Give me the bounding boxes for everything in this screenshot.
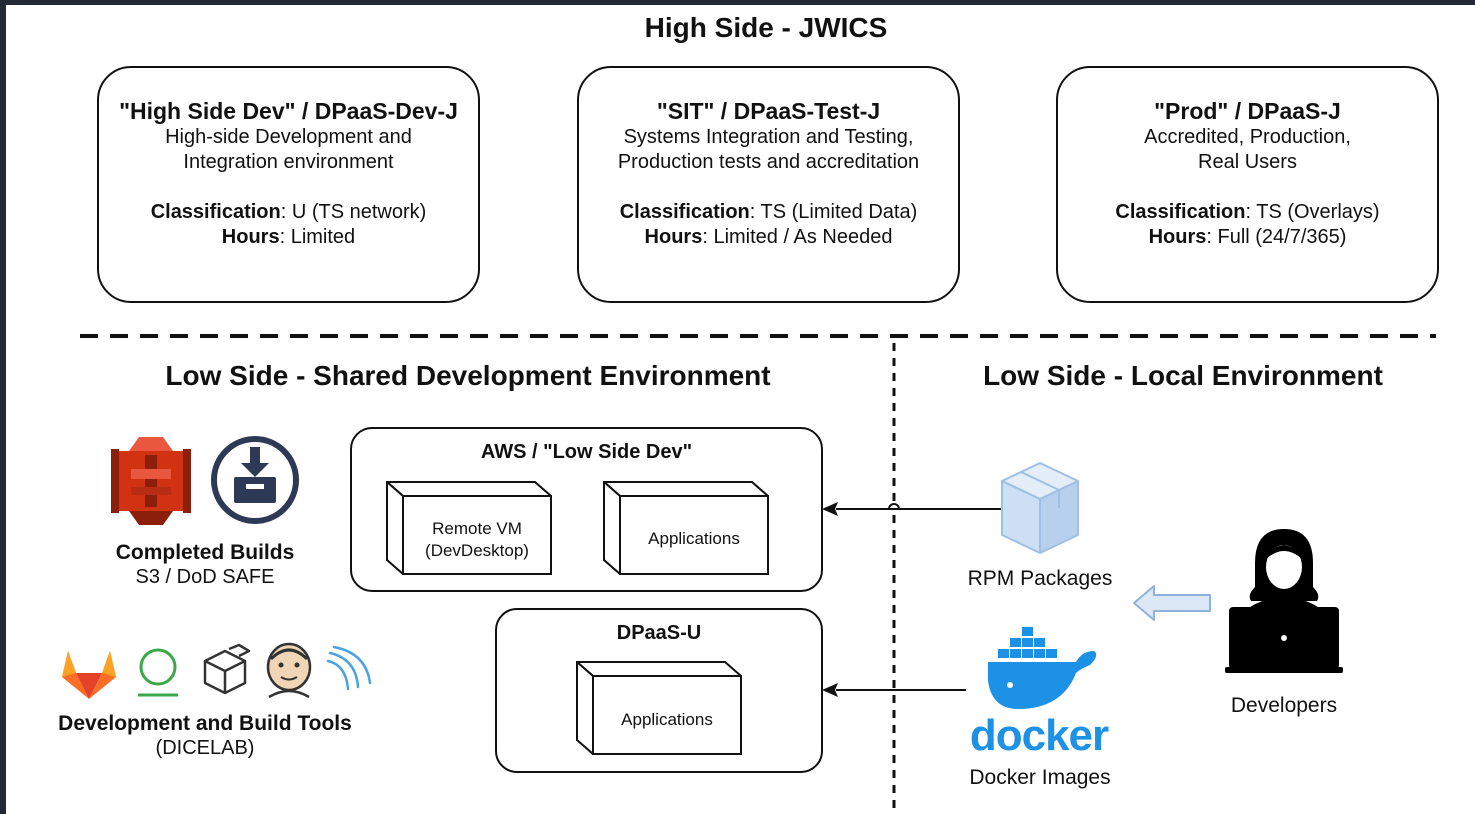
completed-builds-label: Completed Builds S3 / DoD SAFE xyxy=(90,541,320,589)
classification-label: Classification xyxy=(619,201,750,223)
green-ring-icon xyxy=(138,648,178,697)
hours-value: : Limited xyxy=(279,226,356,248)
env-title: "SIT" / DPaaS-Test-J xyxy=(656,98,881,124)
dev-tools-subtitle: (DICELAB) xyxy=(155,737,255,759)
developers-to-packages-arrow xyxy=(1133,585,1211,621)
env-title: "High Side Dev" / DPaaS-Dev-J xyxy=(119,98,458,124)
rpm-box-icon xyxy=(1001,462,1079,554)
aws-box-title: AWS / "Low Side Dev" xyxy=(480,441,693,463)
rpm-packages-label: RPM Packages xyxy=(967,567,1113,590)
classification-value: : TS (Overlays) xyxy=(1245,201,1380,223)
high-side-title: High Side - JWICS xyxy=(644,12,888,43)
remote-vm-label: Remote VM (DevDesktop) xyxy=(403,518,551,562)
env-hours: Hours: Full (24/7/365) xyxy=(1058,225,1437,250)
docker-to-dpaas-arrowhead xyxy=(822,683,838,697)
divider-jump xyxy=(888,503,900,510)
hours-value: : Full (24/7/365) xyxy=(1206,226,1347,248)
classification-label: Classification xyxy=(150,201,281,223)
aws-applications-label: Applications xyxy=(648,529,740,548)
remote-vm-node xyxy=(386,481,552,575)
diagram-canvas: High Side - JWICS "High Side Dev" / DPaa… xyxy=(6,5,1475,814)
dpaas-u-applications-node xyxy=(576,661,742,755)
hours-label: Hours xyxy=(1148,226,1207,248)
gitlab-icon xyxy=(62,651,116,699)
developer-laptop-icon xyxy=(1225,529,1343,673)
env-hours: Hours: Limited xyxy=(99,225,478,250)
remote-vm-line1: Remote VM xyxy=(432,519,522,538)
docker-wordmark: docker xyxy=(969,711,1109,760)
docker-whale-icon xyxy=(988,627,1097,709)
package-icon xyxy=(203,643,251,695)
env-box-prod: "Prod" / DPaaS-J Accredited, Production,… xyxy=(1056,66,1439,303)
env-desc-line2: Production tests and accreditation xyxy=(617,151,920,173)
dev-tools-title: Development and Build Tools xyxy=(58,712,352,735)
classification-label: Classification xyxy=(1115,201,1246,223)
jenkins-icon xyxy=(266,642,312,699)
s3-bucket-icon xyxy=(111,437,191,525)
signal-icon xyxy=(326,645,372,691)
hours-value: : Limited / As Needed xyxy=(702,226,893,248)
dpaas-u-applications-label: Applications xyxy=(621,710,713,729)
classification-value: : U (TS network) xyxy=(280,201,427,223)
env-classification: Classification: TS (Limited Data) xyxy=(579,200,958,225)
low-shared-title: Low Side - Shared Development Environmen… xyxy=(165,360,771,391)
aws-applications-node xyxy=(603,481,769,575)
env-classification: Classification: TS (Overlays) xyxy=(1058,200,1437,225)
completed-builds-subtitle: S3 / DoD SAFE xyxy=(135,566,275,588)
env-desc-line1: High-side Development and xyxy=(165,126,412,148)
connectors-layer xyxy=(80,334,1436,814)
developers-label: Developers xyxy=(1230,694,1338,717)
env-desc-line2: Integration environment xyxy=(183,151,394,173)
docker-images-label: Docker Images xyxy=(969,766,1111,789)
env-hours: Hours: Limited / As Needed xyxy=(579,225,958,250)
env-title: "Prod" / DPaaS-J xyxy=(1154,98,1341,124)
env-box-sit: "SIT" / DPaaS-Test-J Systems Integration… xyxy=(577,66,960,303)
env-desc-line2: Real Users xyxy=(1198,151,1297,173)
env-classification: Classification: U (TS network) xyxy=(99,200,478,225)
hours-label: Hours xyxy=(644,226,703,248)
classification-value: : TS (Limited Data) xyxy=(749,201,918,223)
completed-builds-title: Completed Builds xyxy=(115,541,295,564)
remote-vm-line2: (DevDesktop) xyxy=(425,541,529,560)
rpm-to-aws-arrowhead xyxy=(822,502,838,516)
dod-safe-icon xyxy=(211,436,299,524)
dev-tools-label: Development and Build Tools (DICELAB) xyxy=(42,712,368,760)
env-box-high-side-dev: "High Side Dev" / DPaaS-Dev-J High-side … xyxy=(97,66,480,303)
env-desc-line1: Systems Integration and Testing, xyxy=(623,126,914,148)
low-local-title: Low Side - Local Environment xyxy=(983,360,1383,391)
env-desc-line1: Accredited, Production, xyxy=(1144,126,1351,148)
dpaas-u-box-title: DPaaS-U xyxy=(616,622,702,644)
hours-label: Hours xyxy=(221,226,280,248)
